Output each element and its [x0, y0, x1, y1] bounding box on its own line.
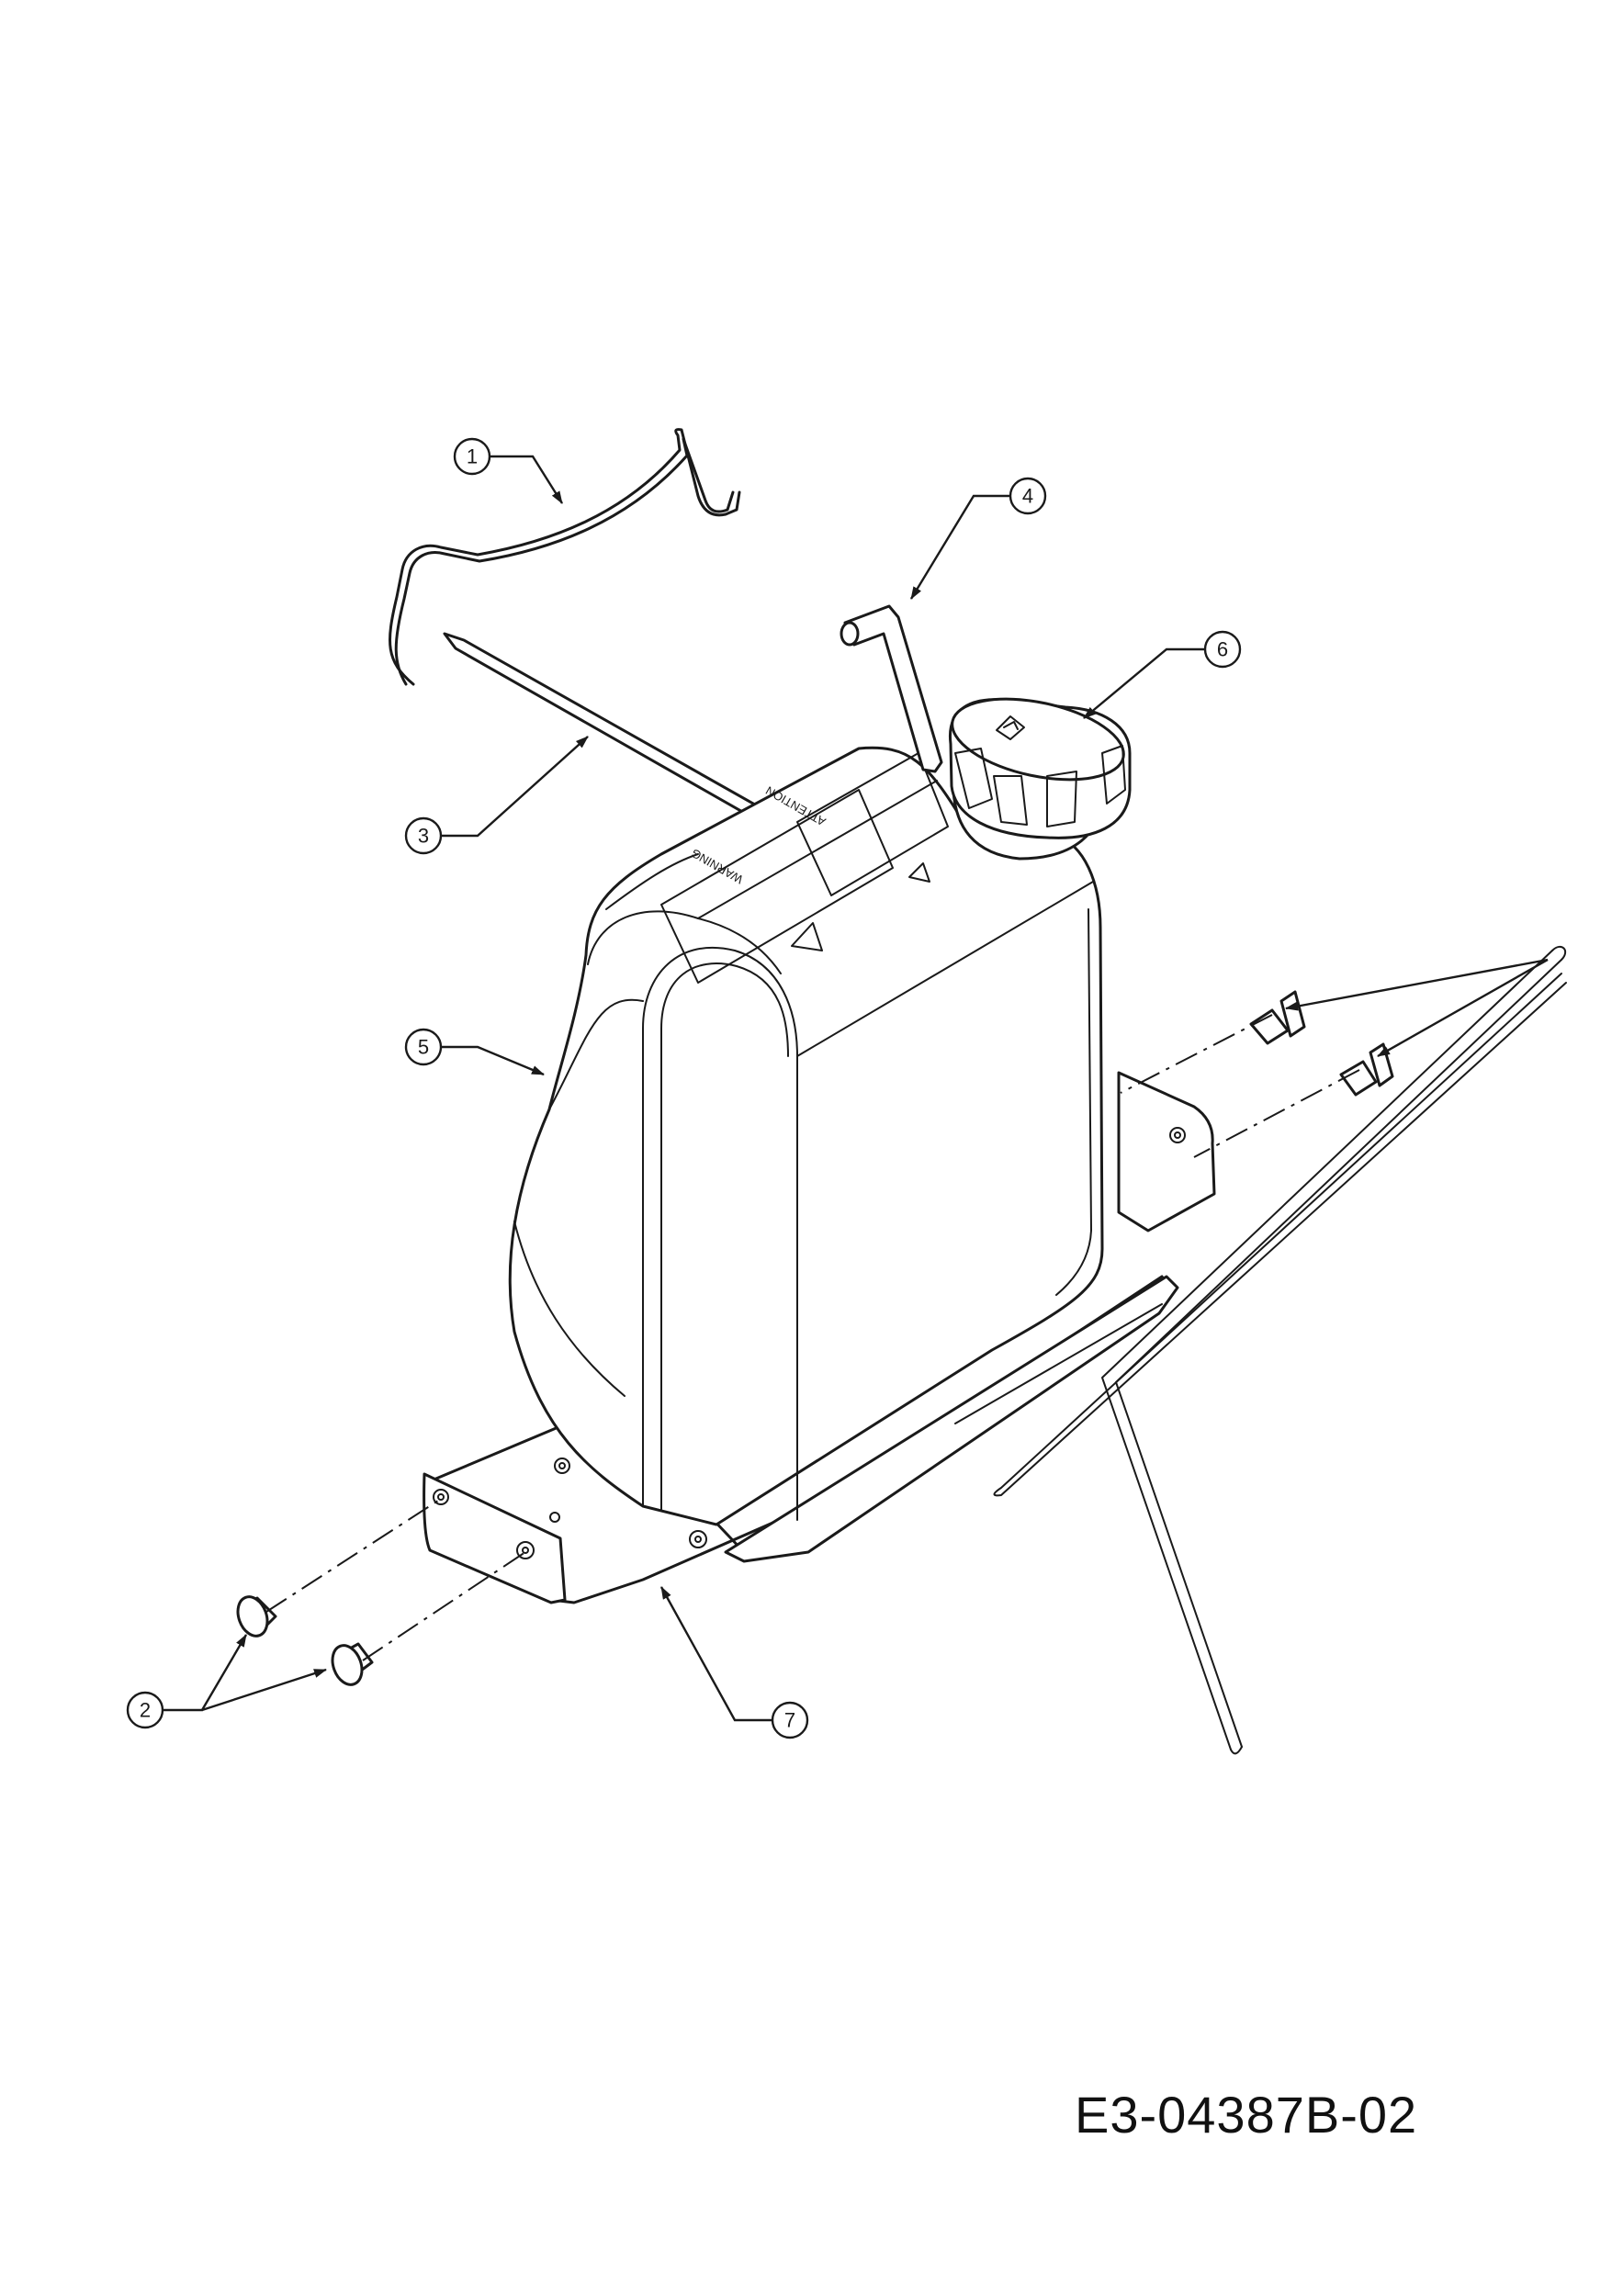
wire-bracket-part: [389, 428, 741, 686]
callout-3: 3: [404, 816, 443, 855]
callout-4-number: 4: [1022, 485, 1033, 508]
callout-4: 4: [1009, 477, 1047, 515]
fuel-line-part: [993, 945, 1567, 1755]
callout-3-number: 3: [418, 825, 429, 848]
assembly-lines: [265, 1014, 1360, 1661]
callout-1: 1: [453, 437, 491, 476]
callout-1-number: 1: [467, 445, 478, 468]
screw-right-upper: [1249, 990, 1306, 1045]
callout-6-number: 6: [1217, 638, 1228, 661]
drawing-code: E3-04387B-02: [1075, 2086, 1418, 2144]
screw-left-lower: [331, 1642, 374, 1686]
leader-lines: [163, 455, 1549, 1722]
vent-fitting-part: [840, 604, 943, 773]
fuel-cap-part: [948, 697, 1132, 839]
screw-left-upper: [236, 1595, 277, 1638]
screw-right-lower: [1339, 1042, 1394, 1097]
callout-5-number: 5: [418, 1036, 429, 1059]
callout-2-number: 2: [140, 1699, 151, 1722]
mounting-bracket-part: [423, 1071, 1216, 1604]
callout-5: 5: [404, 1028, 443, 1066]
callout-2: 2: [126, 1691, 164, 1729]
callout-7: 7: [771, 1701, 809, 1739]
callout-7-number: 7: [784, 1709, 795, 1732]
callout-6: 6: [1203, 630, 1242, 669]
